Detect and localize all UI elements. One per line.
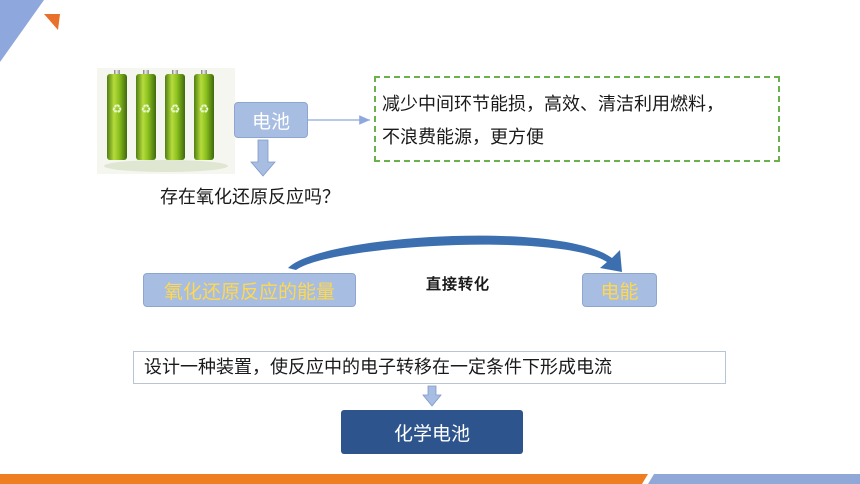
battery-image: ♻ ♻ ♻ ♻ <box>97 68 235 174</box>
recycle-icon: ♻ <box>170 102 181 116</box>
corner-decoration <box>0 0 60 62</box>
battery-cell: ♻ <box>194 70 214 160</box>
battery-cell: ♻ <box>136 70 156 160</box>
design-statement: 设计一种装置，使反应中的电子转移在一定条件下形成电流 <box>133 351 726 384</box>
direct-conversion-label: 直接转化 <box>426 275 491 293</box>
electric-energy-box: 电能 <box>582 273 657 307</box>
arrow-down-battery <box>250 139 276 177</box>
battery-box: 电池 <box>234 102 308 138</box>
footer-bar <box>0 474 860 484</box>
arrow-down-design <box>422 385 442 407</box>
redox-question: 存在氧化还原反应吗？ <box>160 187 340 208</box>
benefit-note-line: 不浪费能源，更方便 <box>382 127 544 148</box>
battery-cell: ♻ <box>107 70 127 160</box>
recycle-icon: ♻ <box>141 102 152 116</box>
recycle-icon: ♻ <box>199 102 210 116</box>
battery-cell: ♻ <box>165 70 185 160</box>
recycle-icon: ♻ <box>112 102 123 116</box>
benefit-note-box: 减少中间环节能损，高效、清洁利用燃料， 不浪费能源，更方便 <box>374 76 780 162</box>
redox-energy-box: 氧化还原反应的能量 <box>143 273 356 307</box>
chemical-battery-button[interactable]: 化学电池 <box>341 410 523 454</box>
curved-arrow <box>288 235 622 272</box>
benefit-note-line: 减少中间环节能损，高效、清洁利用燃料， <box>382 94 724 115</box>
